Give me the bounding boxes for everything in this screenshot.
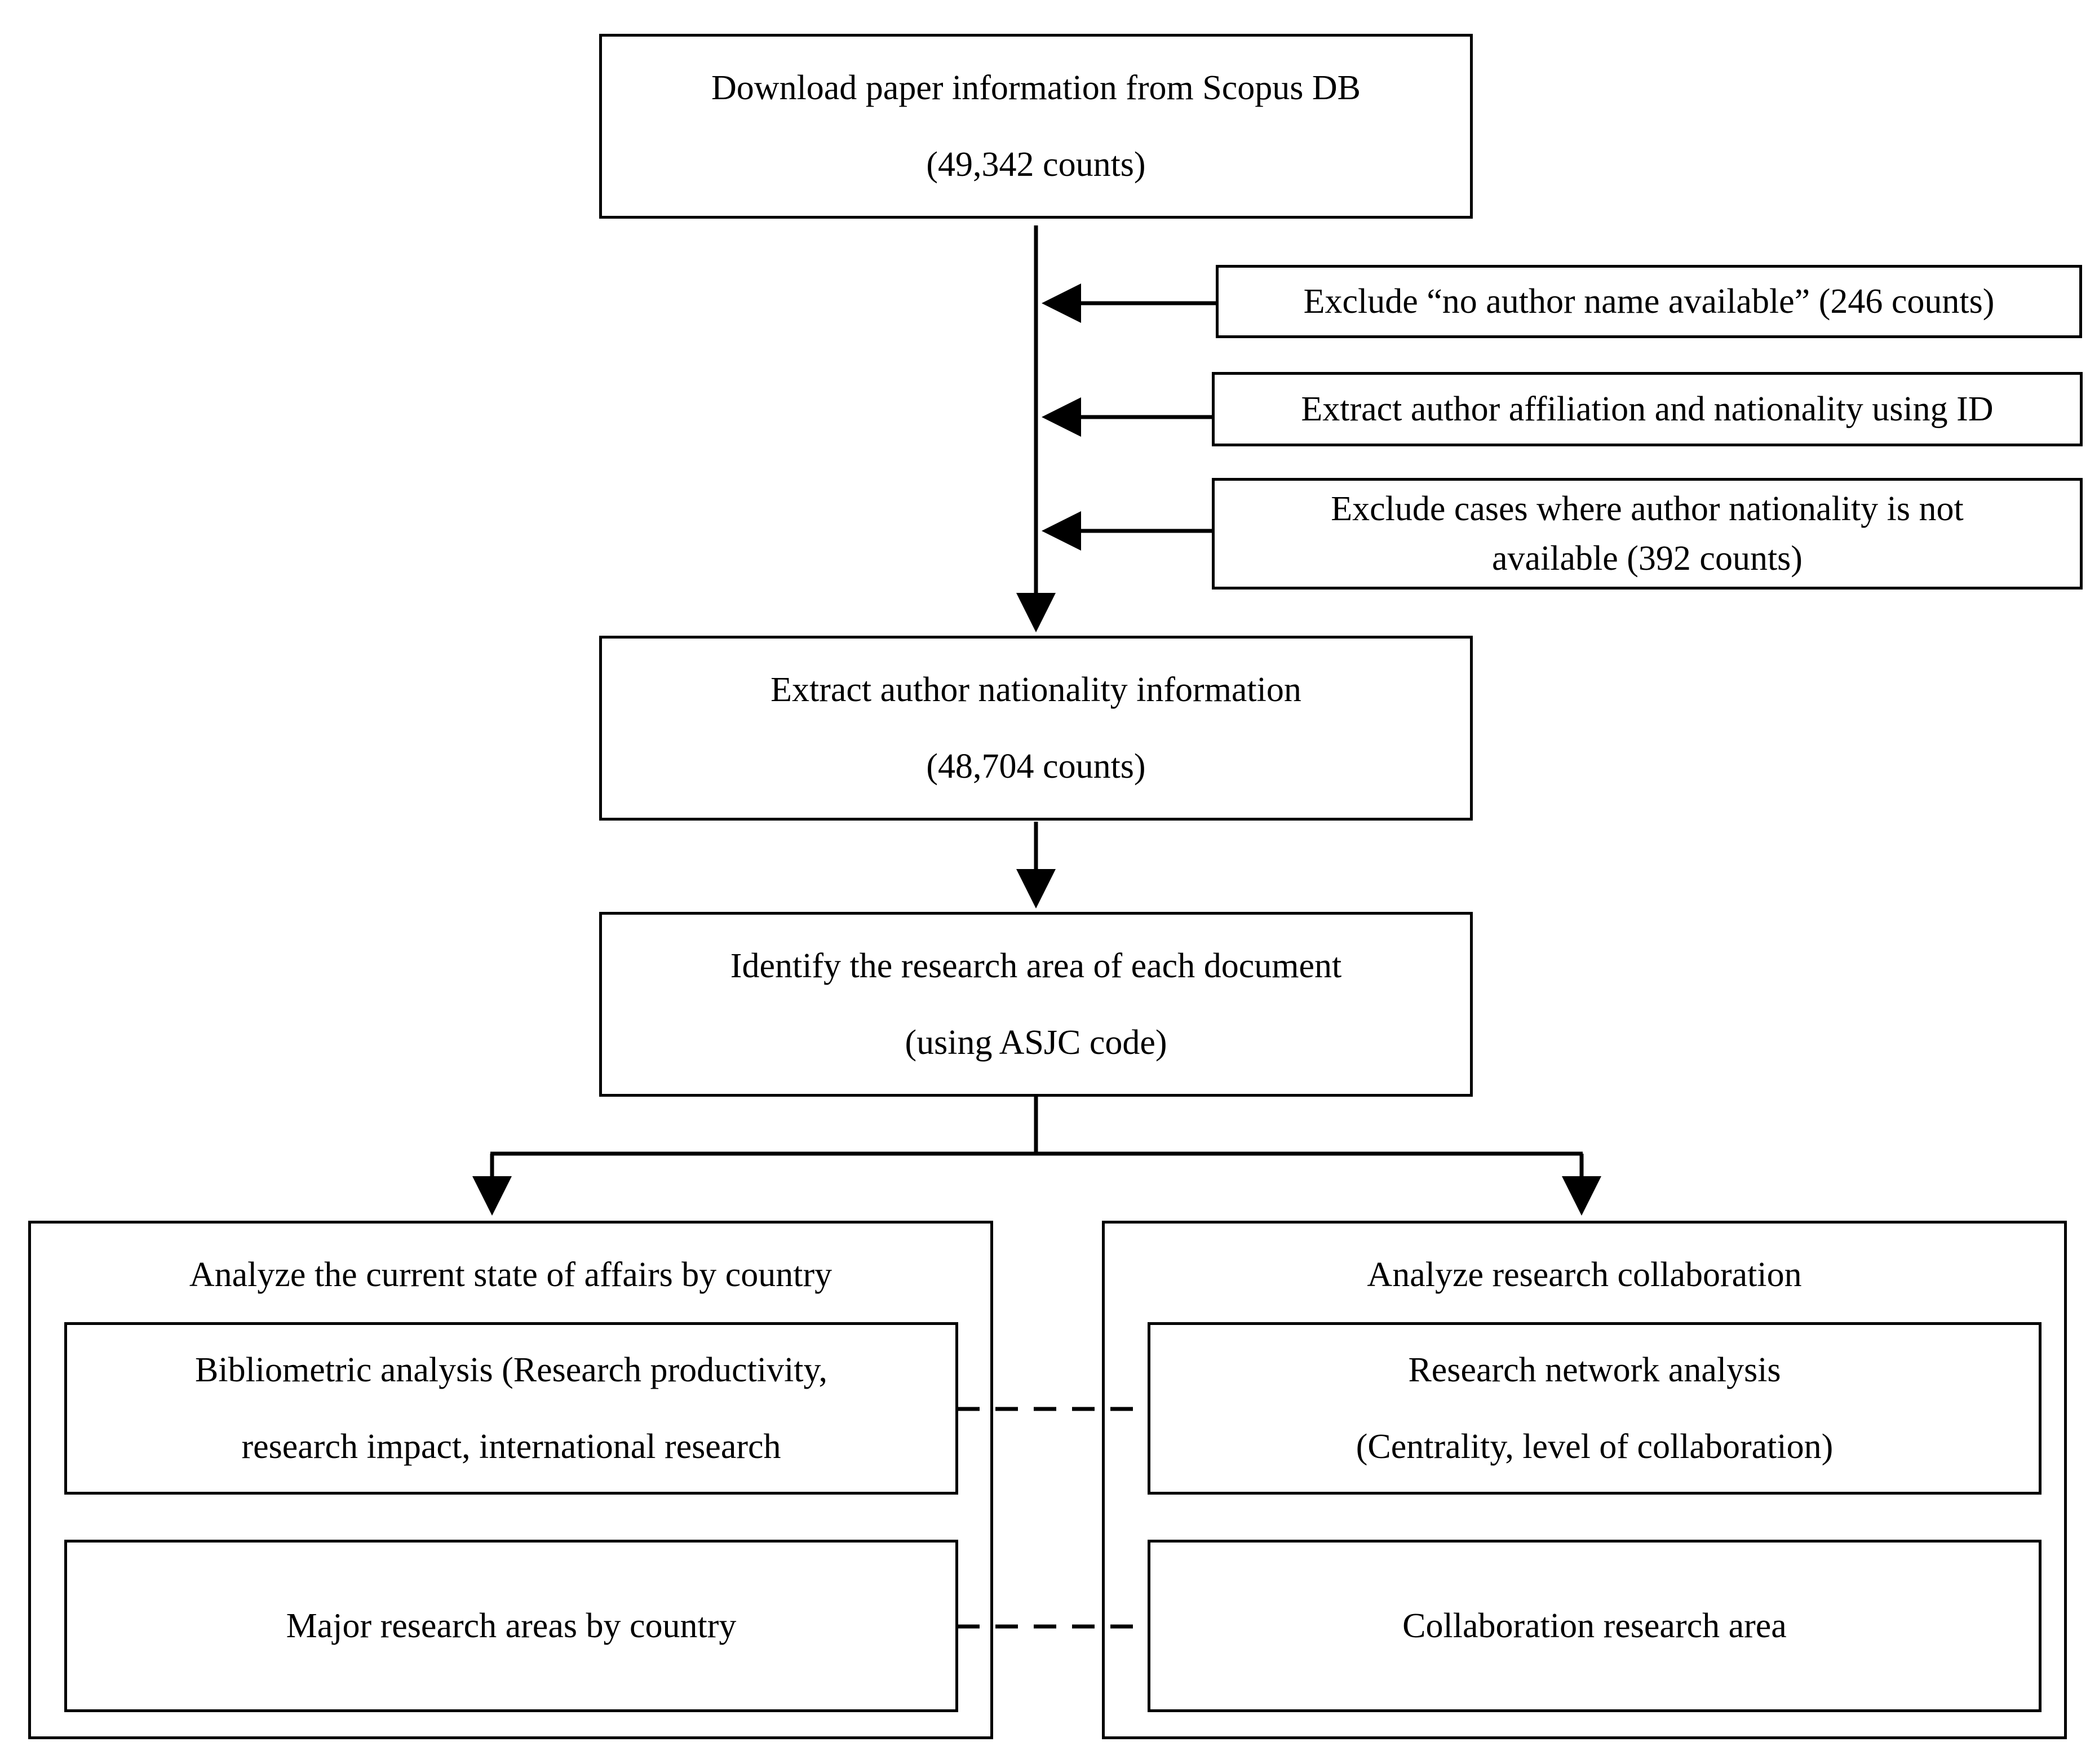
exclude-nationality-line2: available (392 counts)	[1492, 539, 1803, 578]
bibliometric-line2: research impact, international research	[241, 1428, 781, 1466]
network-line2: (Centrality, level of collaboration)	[1356, 1428, 1834, 1466]
bibliometric-line1: Bibliometric analysis (Research producti…	[194, 1351, 828, 1389]
country-analysis-group: Analyze the current state of affairs by …	[28, 1221, 993, 1739]
major-areas-label: Major research areas by country	[286, 1607, 737, 1645]
bibliometric-analysis-box: Bibliometric analysis (Research producti…	[64, 1322, 958, 1495]
step-nationality-box: Extract author nationality information (…	[599, 636, 1473, 821]
extract-affiliation-box: Extract author affiliation and nationali…	[1212, 372, 2083, 446]
collab-area-label: Collaboration research area	[1402, 1607, 1787, 1645]
major-areas-box: Major research areas by country	[64, 1540, 958, 1712]
exclude-author-box: Exclude “no author name available” (246 …	[1216, 265, 2082, 338]
step-download-box: Download paper information from Scopus D…	[599, 34, 1473, 219]
step-nationality-count: (48,704 counts)	[926, 747, 1146, 786]
extract-affiliation-label: Extract author affiliation and nationali…	[1301, 390, 1994, 428]
exclude-nationality-box: Exclude cases where author nationality i…	[1212, 478, 2083, 590]
country-analysis-title: Analyze the current state of affairs by …	[189, 1256, 832, 1294]
step-download-count: (49,342 counts)	[926, 145, 1146, 184]
step-nationality-title: Extract author nationality information	[770, 671, 1301, 709]
collaboration-title: Analyze research collaboration	[1367, 1256, 1802, 1294]
network-analysis-box: Research network analysis (Centrality, l…	[1148, 1322, 2042, 1495]
step-download-title: Download paper information from Scopus D…	[711, 69, 1361, 107]
step-identify-title: Identify the research area of each docum…	[730, 947, 1342, 985]
step-identify-note: (using ASJC code)	[905, 1023, 1167, 1062]
network-line1: Research network analysis	[1408, 1351, 1781, 1389]
exclude-nationality-line1: Exclude cases where author nationality i…	[1331, 490, 1964, 528]
exclude-author-label: Exclude “no author name available” (246 …	[1303, 282, 1995, 321]
collaboration-group: Analyze research collaboration	[1102, 1221, 2067, 1739]
collab-area-box: Collaboration research area	[1148, 1540, 2042, 1712]
step-identify-box: Identify the research area of each docum…	[599, 912, 1473, 1097]
